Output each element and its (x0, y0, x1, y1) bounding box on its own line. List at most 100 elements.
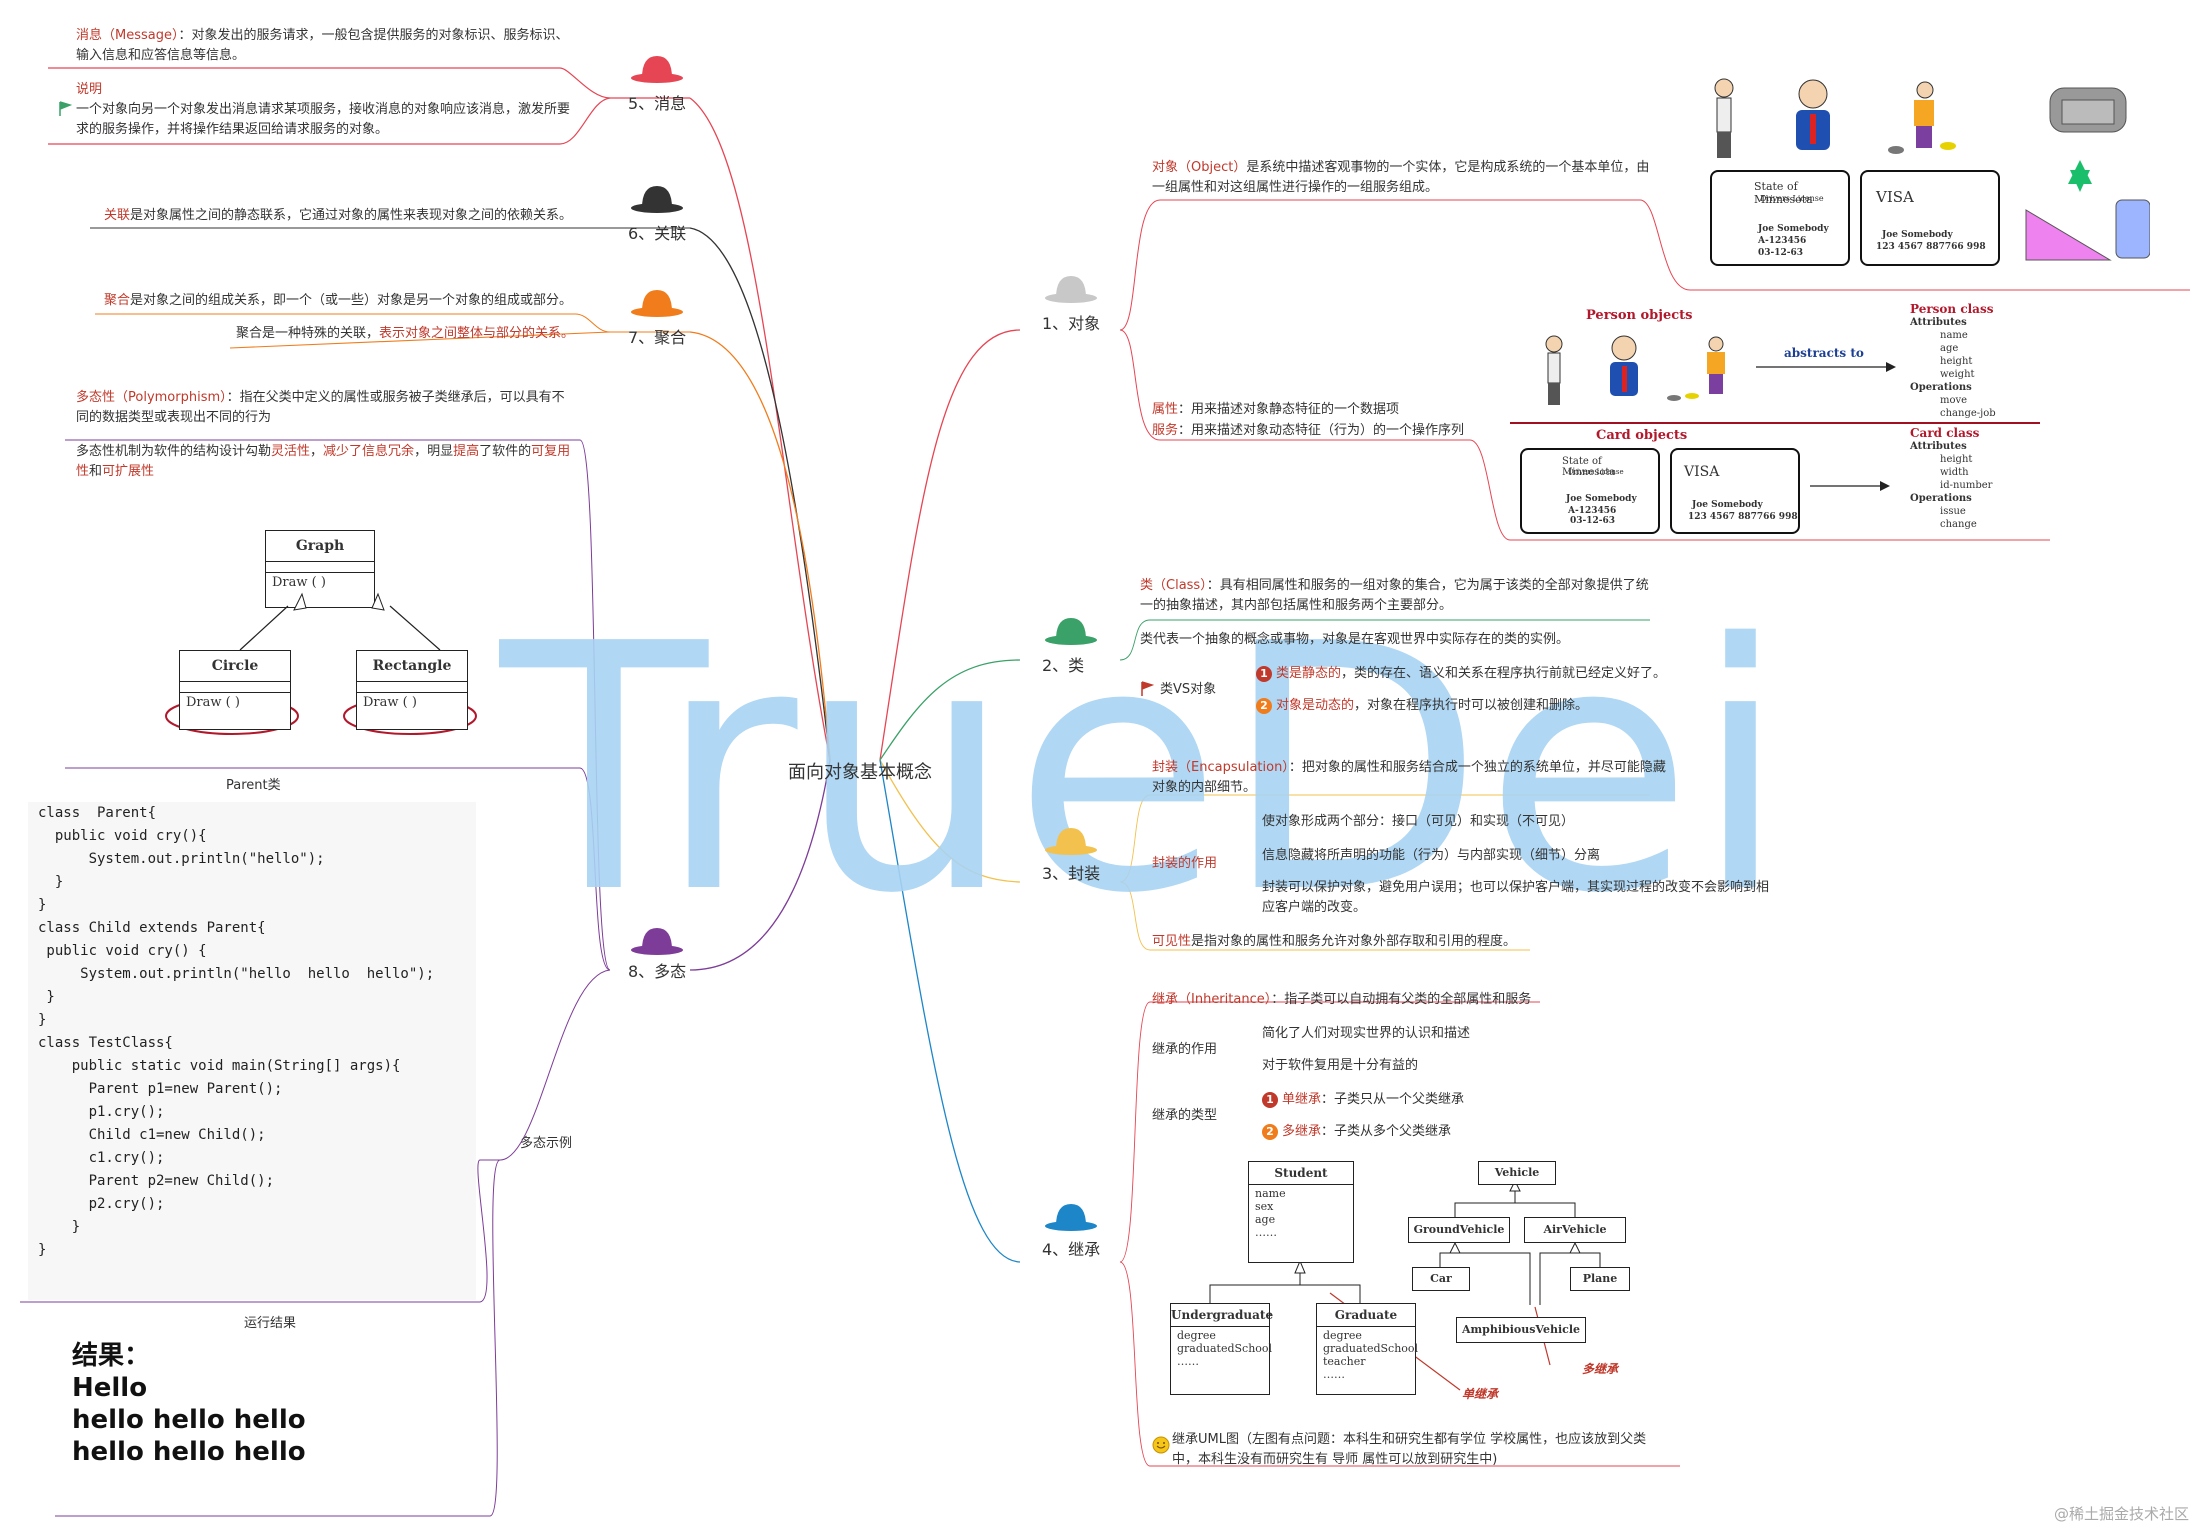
card-class-label: Card class (1910, 426, 1980, 440)
code-line: class TestClass{ (38, 1035, 173, 1051)
person-objects-icons (1545, 335, 1725, 405)
abstracts-to-label: abstracts to (1784, 346, 1864, 360)
code-line: class Parent{ (38, 805, 157, 821)
inheritance-role-1: 简化了人们对现实世界的认识和描述 (1262, 1026, 1471, 1041)
branch-polymorphism[interactable]: 8、多态 (628, 962, 687, 981)
flag-icon-red (1141, 681, 1154, 696)
divider-line (1510, 422, 2040, 424)
code-line: class Child extends Parent{ (38, 920, 266, 936)
card-class-members: Attributes height width id-number Operat… (1910, 441, 1993, 530)
object-definition: 对象（Object）是系统中描述客观事物的一个实体，它是构成系统的一个基本单位，… (1152, 160, 1650, 195)
code-line: } (38, 1219, 81, 1235)
code-line: } (38, 1242, 47, 1258)
code-line: p2.cry(); (38, 1196, 165, 1212)
visibility-text: 可见性是指对象的属性和服务允许对象外部存取和引用的程度。 (1152, 934, 1517, 949)
code-line: Parent p1=new Parent(); (38, 1081, 283, 1097)
branch-class[interactable]: 2、类 (1042, 656, 1085, 675)
uml-vehicle-class: Vehicle (1478, 1161, 1556, 1185)
card-objects-label: Card objects (1596, 428, 1688, 443)
class-vs-object-label: 类VS对象 (1160, 682, 1217, 697)
code-line: c1.cry(); (38, 1150, 165, 1166)
gray-hat-icon (1045, 276, 1097, 303)
branch-association[interactable]: 6、关联 (628, 224, 687, 243)
graph-uml-diagram: Graph Draw ( ) Circle Draw ( ) Rectangle… (160, 530, 500, 740)
uml-amphibiousvehicle-class: AmphibiousVehicle (1456, 1317, 1586, 1343)
class-represents: 类代表一个抽象的概念或事物，对象是在客观世界中实际存在的类的实例。 (1140, 632, 1570, 647)
code-line: Child c1=new Child(); (38, 1127, 266, 1143)
aggregation-definition: 聚合是对象之间的组成关系，即一个（或一些）对象是另一个对象的组成或部分。 (104, 293, 573, 308)
encapsulation-definition: 封装（Encapsulation）：把对象的属性和服务结合成一个独立的系统单位，… (1152, 760, 1666, 795)
branch-encapsulation[interactable]: 3、封装 (1042, 864, 1101, 883)
inheritance-uml-note: 继承UML图（左图有点问题：本科生和研究生都有学位 学校属性，也应该放到父类中，… (1172, 1432, 1647, 1467)
drivers-license-card: State of Minnesota Drivers License Joe S… (1710, 170, 1850, 266)
code-example: class Parent{ public void cry(){ System.… (28, 802, 476, 1300)
inheritance-definition: 继承（Inheritance）：指子类可以自动拥有父类的全部属性和服务 (1152, 992, 1532, 1007)
uml-airvehicle-class: AirVehicle (1524, 1217, 1626, 1243)
run-result: 结果： Hello hello hello hello hello hello … (72, 1341, 306, 1467)
inheritance-types-label: 继承的类型 (1152, 1108, 1218, 1123)
green-hat-icon (1045, 618, 1097, 645)
code-line: } (38, 989, 55, 1005)
polymorphism-mechanism: 多态性机制为软件的结构设计勾勒灵活性，减少了信息冗余，明显提高了软件的可复用性和… (76, 444, 571, 479)
encapsulation-role-label: 封装的作用 (1152, 856, 1218, 871)
code-line: } (38, 874, 64, 890)
code-line: p1.cry(); (38, 1104, 165, 1120)
code-line: System.out.println("hello hello hello"); (38, 966, 435, 982)
smiley-icon (1152, 1436, 1170, 1454)
yellow-hat-icon (1045, 828, 1097, 855)
code-line: Parent p2=new Child(); (38, 1173, 275, 1189)
uml-graph-class: Graph Draw ( ) (265, 530, 375, 608)
visa-card: VISA Joe Somebody 123 4567 887766 998 (1860, 170, 2000, 266)
branch-object[interactable]: 1、对象 (1042, 314, 1101, 333)
code-line: } (38, 1012, 47, 1028)
multi-inheritance-label: 多继承 (1582, 1362, 1619, 1376)
uml-circle-class: Circle Draw ( ) (179, 650, 291, 730)
run-result-label: 运行结果 (244, 1316, 297, 1331)
flag-icon (59, 101, 72, 116)
person-class-members: Attributes name age height weight Operat… (1910, 317, 1996, 419)
branch-aggregation[interactable]: 7、聚合 (628, 328, 687, 347)
code-line: System.out.println("hello"); (38, 851, 325, 867)
blue-hat-icon (1045, 1204, 1097, 1231)
orange-hat-icon (631, 290, 683, 317)
class-definition: 类（Class）：具有相同属性和服务的一组对象的集合，它为属于该类的全部对象提供… (1140, 578, 1649, 613)
person-class-label: Person class (1910, 302, 1994, 316)
code-line: public void cry() { (38, 943, 207, 959)
people-objects-icons (1714, 78, 2150, 261)
message-note-body: 一个对象向另一个对象发出消息请求某项服务，接收消息的对象响应该消息，激发所要求的… (76, 102, 571, 137)
inheritance-role-2: 对于软件复用是十分有益的 (1262, 1058, 1419, 1073)
number-1-icon: 1 (1256, 666, 1272, 682)
red-hat-icon (631, 56, 683, 83)
card-object-visa: VISA Joe Somebody 123 4567 887766 998 (1670, 448, 1800, 534)
central-topic[interactable]: 面向对象基本概念 (788, 762, 932, 783)
number-2-icon: 2 (1256, 698, 1272, 714)
branch-message[interactable]: 5、消息 (628, 94, 687, 113)
association-text: 关联是对象属性之间的静态联系，它通过对象的属性来表现对象之间的依赖关系。 (104, 208, 573, 223)
number-2-icon: 2 (1262, 1124, 1278, 1140)
code-line: public static void main(String[] args){ (38, 1058, 401, 1074)
polymorphism-definition: 多态性（Polymorphism）：指在父类中定义的属性或服务被子类继承后，可以… (76, 390, 565, 425)
code-line: public void cry(){ (38, 828, 207, 844)
object-illustration: State of Minnesota Drivers License Joe S… (1700, 70, 2150, 270)
purple-hat-icon (631, 928, 683, 955)
card-object-license: State of Minnesota Drivers License Joe S… (1520, 448, 1660, 534)
message-definition: 消息（Message）：对象发出的服务请求，一般包含提供服务的对象标识、服务标识… (76, 28, 569, 63)
object-service: 服务：用来描述对象动态特征（行为）的一个操作序列 (1152, 423, 1465, 438)
message-note-title: 说明 (76, 82, 103, 97)
code-line: } (38, 897, 47, 913)
branch-inheritance[interactable]: 4、继承 (1042, 1240, 1101, 1259)
object-attribute: 属性：用来描述对象静态特征的一个数据项 (1152, 402, 1400, 417)
polymorphism-example-label: 多态示例 (520, 1136, 573, 1151)
parent-class-label: Parent类 (226, 778, 281, 793)
black-hat-icon (631, 186, 683, 213)
aggregation-note: 聚合是一种特殊的关联，表示对象之间整体与部分的关系。 (236, 326, 575, 341)
uml-groundvehicle-class: GroundVehicle (1408, 1217, 1510, 1243)
abstraction-diagram: Person objects abstracts to Person class… (1510, 300, 2050, 540)
